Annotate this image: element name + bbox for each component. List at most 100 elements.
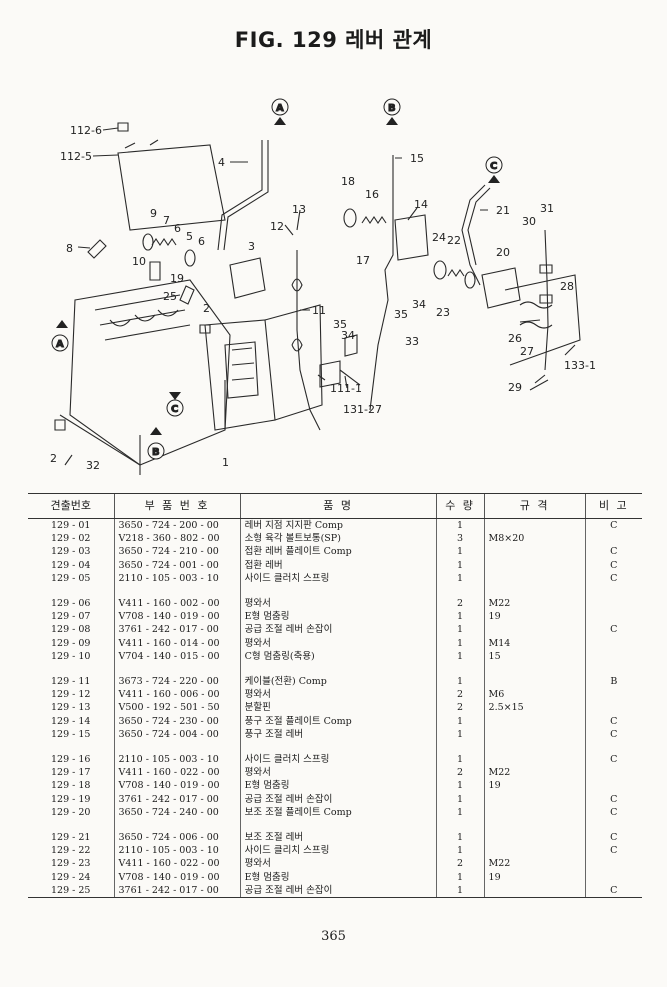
part-callout-label: 4: [218, 156, 225, 169]
spacer-cell: [239, 585, 437, 598]
part-callout-label: 23: [436, 306, 450, 319]
part-callout-label: 11: [312, 304, 326, 317]
part-callout-label: 131-27: [343, 403, 382, 416]
spacer-cell: [239, 663, 437, 676]
cell-part-name: E형 멈춤링: [239, 870, 437, 884]
cell-part-number: V704 - 140 - 015 - 00: [113, 649, 241, 664]
cell-ref-no: 129 - 10: [51, 650, 91, 662]
part-callout-label: A: [276, 103, 284, 114]
part-callout-label: 30: [522, 215, 536, 228]
cell-part-name: 평와서: [239, 636, 437, 650]
cell-remarks: C: [584, 792, 642, 806]
part-callout-label: 14: [414, 198, 428, 211]
cell-part-name: 평와서: [239, 688, 437, 702]
part-callout-label: 2: [50, 452, 57, 465]
cell-remarks: C: [584, 805, 642, 820]
part-callout-label: B: [388, 103, 396, 114]
cell-remarks: [584, 532, 642, 546]
cell-part-name: 사이드 클리치 스프링: [239, 844, 437, 858]
cell-remarks: C: [584, 545, 642, 559]
cell-spec: [483, 727, 586, 742]
cell-ref-no: 129 - 25: [28, 883, 114, 899]
cell-part-number: 2110 - 105 - 003 - 10: [113, 844, 241, 858]
cell-remarks: B: [584, 675, 642, 689]
cell-quantity: 2: [435, 597, 485, 611]
spacer-cell: [483, 663, 586, 676]
cell-ref-no: 129 - 11: [51, 676, 91, 688]
cell-part-name: 평와서: [239, 597, 437, 611]
cell-quantity: 1: [435, 831, 485, 845]
part-callout-label: 9: [150, 207, 157, 220]
cell-part-name: 평와서: [239, 857, 437, 871]
cell-ref-no: 129 - 16: [51, 754, 91, 766]
cell-part-name: 접환 레버 플레이트 Comp: [239, 545, 437, 559]
header-quantity: 수 량: [435, 493, 485, 519]
cell-quantity: 1: [435, 753, 485, 767]
cell-ref-no: 129 - 05: [51, 572, 91, 584]
cell-quantity: 1: [435, 792, 485, 806]
cell-ref-no: 129 - 08: [51, 624, 91, 636]
part-callout-label: 16: [365, 188, 379, 201]
spacer-cell: [584, 741, 642, 754]
group-spacer: [28, 585, 642, 598]
cell-quantity: 1: [435, 558, 485, 572]
spacer-cell: [113, 741, 241, 754]
cell-ref-no: 129 - 22: [51, 845, 91, 857]
table-header-row: 견출번호 부 품 번 호 품 명 수 량 규 격 비 고: [28, 493, 642, 519]
cell-part-number: V411 - 160 - 022 - 00: [113, 766, 241, 780]
cell-spec: 19: [483, 779, 586, 793]
cell-part-name: C형 멈춤링(축용): [239, 649, 437, 664]
cell-spec: [483, 831, 586, 845]
part-callout-label: 19: [170, 272, 184, 285]
cell-quantity: 1: [435, 844, 485, 858]
cell-spec: [483, 545, 586, 559]
cell-remarks: [584, 701, 642, 715]
part-callout-label: 12: [270, 220, 284, 233]
cell-spec: [483, 714, 586, 728]
spacer-cell: [28, 585, 114, 597]
spacer-cell: [584, 819, 642, 832]
part-callout-label: 5: [186, 230, 193, 243]
part-callout-label: 112-5: [60, 150, 92, 163]
part-callout-label: 1: [222, 456, 229, 469]
cell-part-name: 풍구 조절 레버: [239, 727, 437, 742]
cell-ref-no: 129 - 09: [51, 637, 91, 649]
cell-spec: M8×20: [483, 532, 586, 546]
cell-spec: M6: [483, 688, 586, 702]
part-callout-label: 8: [66, 242, 73, 255]
cell-remarks: C: [584, 831, 642, 845]
part-callout-label: 33: [405, 335, 419, 348]
cell-part-number: 3650 - 724 - 006 - 00: [113, 831, 241, 845]
spacer-cell: [239, 741, 437, 754]
header-part-name: 품 명: [239, 493, 437, 519]
cell-part-name: 사이드 클러치 스프링: [239, 571, 437, 586]
cell-quantity: 1: [435, 545, 485, 559]
spacer-cell: [584, 585, 642, 598]
cell-ref-no: 129 - 15: [51, 728, 91, 740]
cell-spec: [483, 571, 586, 586]
part-callout-label: 34: [341, 329, 355, 342]
cell-remarks: [584, 636, 642, 650]
cell-part-number: 3650 - 724 - 200 - 00: [113, 518, 241, 533]
group-spacer: [28, 819, 642, 832]
cell-remarks: C: [584, 623, 642, 637]
cell-spec: [483, 805, 586, 820]
cell-quantity: 2: [435, 701, 485, 715]
cell-quantity: 1: [435, 779, 485, 793]
cell-part-name: 소형 육각 볼트보통(SP): [239, 532, 437, 546]
cell-spec: [483, 753, 586, 767]
header-part-number: 부 품 번 호: [113, 493, 241, 519]
cell-ref-no: 129 - 24: [51, 871, 91, 883]
